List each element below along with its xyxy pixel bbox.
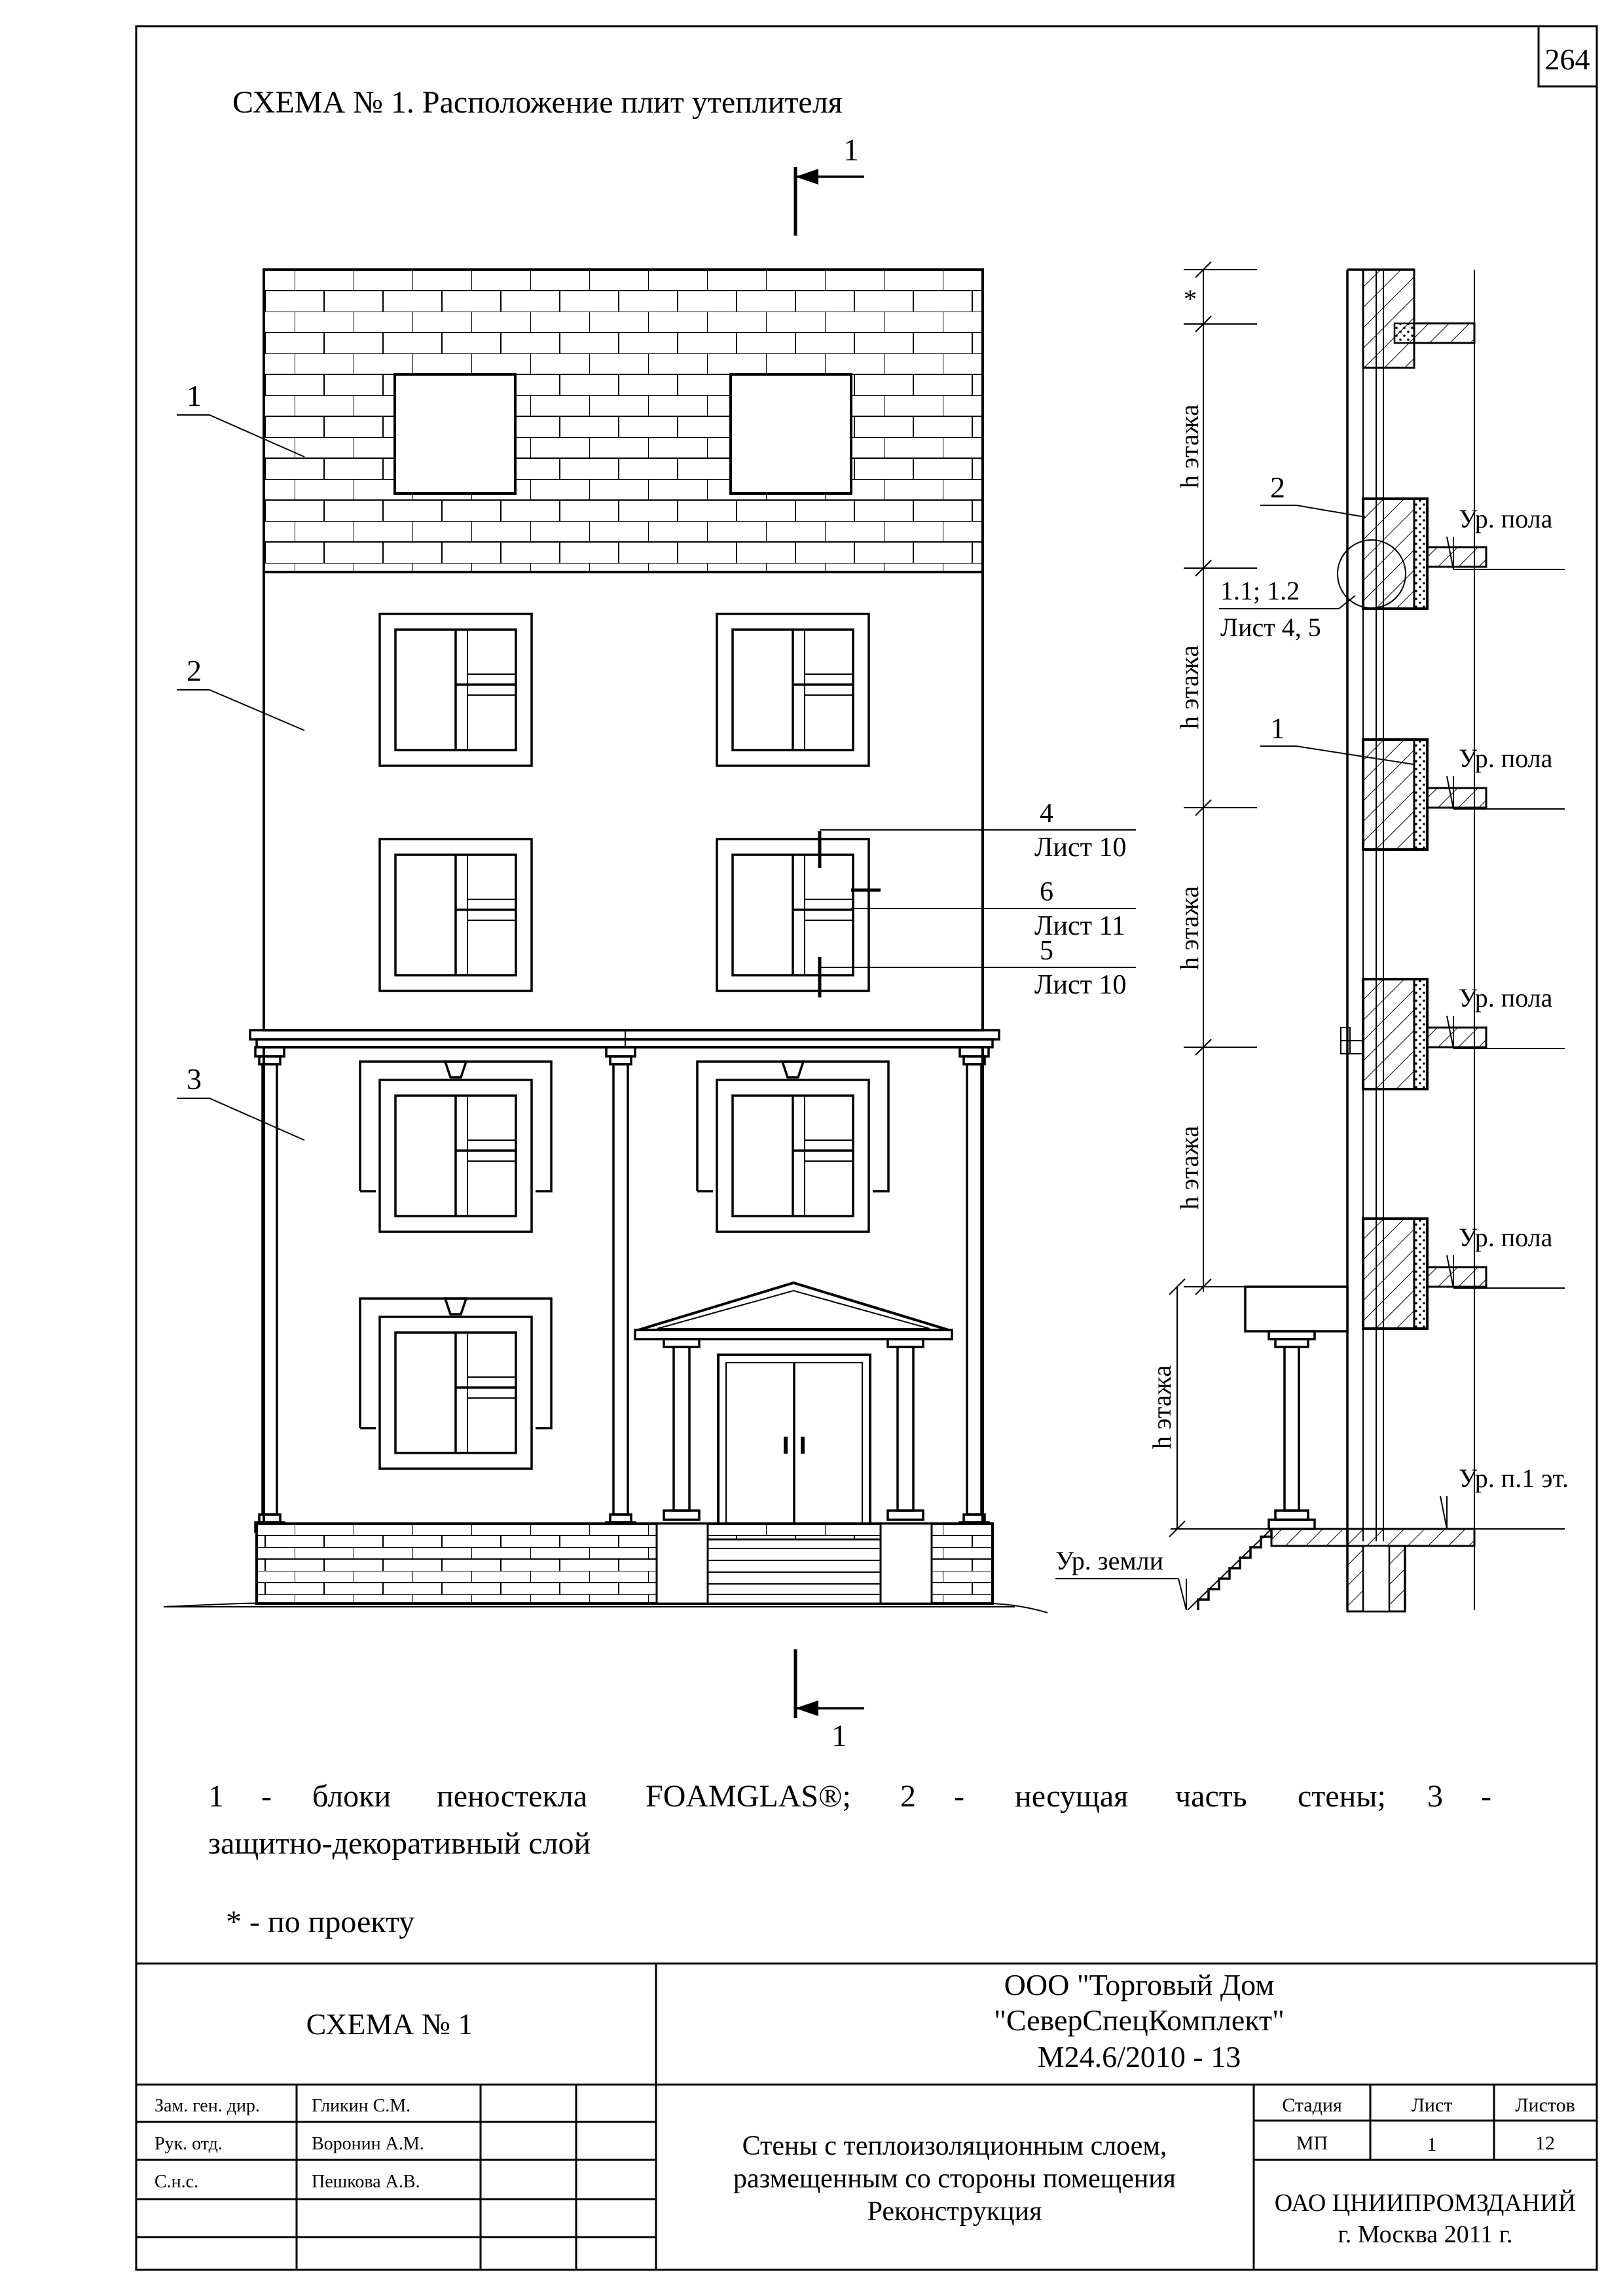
node-5-sheet: Лист 10 — [1034, 970, 1126, 1000]
floor-level-label-2: Ур. пола — [1459, 983, 1553, 1013]
ground-level-label: Ур. земли — [1055, 1546, 1163, 1575]
legend-word-foamglass: пеностекла — [437, 1779, 587, 1814]
facade-elevation — [163, 268, 1048, 1613]
node-6-sheet: Лист 11 — [1034, 911, 1125, 941]
name-2: Воронин А.М. — [312, 2134, 424, 2154]
name-3: Пешкова А.В. — [312, 2172, 420, 2192]
legend-footnote: * - по проекту — [226, 1905, 414, 1939]
role-3: С.н.с. — [155, 2172, 198, 2192]
legend: 1 - блоки пеностекла FOAMGLAS®; 2 - несу… — [208, 1779, 1491, 1939]
foamglas-blocks-zone — [263, 268, 984, 573]
org-line-2: г. Москва 2011 г. — [1338, 2221, 1512, 2248]
floor-level-label-1: Ур. пола — [1459, 1223, 1553, 1252]
protective-layer-zone — [263, 1046, 984, 1525]
dim-h-floor-3: h этажа — [1175, 645, 1204, 730]
legend-word-bearing: несущая — [1015, 1779, 1128, 1814]
legend-word-brand: FOAMGLAS®; — [646, 1779, 851, 1814]
facade-callouts: 1 2 3 — [177, 379, 305, 1141]
legend-line-2: защитно-декоративный слой — [208, 1826, 591, 1861]
window-node-callouts: 4 Лист 10 6 Лист 11 5 Лист 10 — [818, 798, 1136, 1000]
name-1: Гликин С.М. — [312, 2096, 410, 2116]
section-mark-bottom: 1 — [793, 1649, 864, 1753]
detail-callout-num: 2 — [1270, 471, 1285, 504]
detail-callout-ref: 1.1; 1.2 — [1220, 576, 1300, 605]
floor-level-label-3: Ур. пола — [1459, 744, 1553, 773]
bearing-wall-zone — [263, 571, 984, 1031]
legend-word-blocks: блоки — [312, 1779, 391, 1814]
legend-item-2-num: 2 — [900, 1779, 916, 1814]
description-line-3: Реконструкция — [867, 2197, 1042, 2227]
node-6-num: 6 — [1040, 877, 1053, 907]
dim-h-floor-1: h этажа — [1175, 1126, 1204, 1210]
callout-3-num: 3 — [187, 1062, 202, 1096]
entrance-steps — [706, 1538, 882, 1605]
company-line-2: "СеверСпецКомплект" — [994, 2003, 1285, 2037]
role-1: Зам. ген. дир. — [155, 2096, 260, 2116]
section-labels: 2 1.1; 1.2 Лист 4, 5 1 Ур. пола Ур. пола… — [1055, 471, 1569, 1611]
dimension-chain — [1169, 261, 1271, 1537]
entrance-portico — [634, 1281, 953, 1525]
legend-dash-1: - — [261, 1779, 272, 1814]
section-mark-bottom-label: 1 — [831, 1719, 847, 1753]
first-floor-level-label: Ур. п.1 эт. — [1459, 1463, 1569, 1493]
sheets-header: Листов — [1515, 2094, 1575, 2116]
scheme-title: СХЕМА № 1. Расположение плит утеплителя — [232, 85, 843, 120]
dim-h-floor-4: h этажа — [1175, 404, 1204, 489]
detail-circle — [1337, 539, 1406, 609]
company-line-1: ООО "Торговый Дом — [1004, 1968, 1275, 2001]
role-2: Рук. отд. — [155, 2134, 223, 2154]
stage-header: Стадия — [1282, 2094, 1342, 2116]
section-mark-top: 1 — [793, 133, 864, 236]
dim-h-floor-0: h этажа — [1147, 1365, 1176, 1450]
org-line-1: ОАО ЦНИИПРОМЗДАНИЙ — [1275, 2189, 1577, 2217]
callout-1-num: 1 — [187, 379, 202, 412]
layer-callout-num: 1 — [1270, 711, 1285, 745]
legend-dash-2: - — [954, 1779, 964, 1814]
floor-level-label-4: Ур. пола — [1459, 504, 1553, 533]
legend-word-part: часть — [1175, 1779, 1247, 1814]
node-4-num: 4 — [1040, 798, 1053, 829]
sheets-value: 12 — [1535, 2132, 1555, 2154]
description-line-2: размещенным со стороны помещения — [733, 2164, 1176, 2194]
wall-section — [1187, 268, 1565, 1613]
sheet-header: Лист — [1412, 2094, 1453, 2116]
dim-asterisk: * — [1184, 284, 1197, 314]
stage-value: МП — [1296, 2132, 1328, 2154]
legend-item-1-num: 1 — [208, 1779, 224, 1814]
drawing-frame — [135, 25, 1598, 2271]
node-5-num: 5 — [1040, 936, 1053, 966]
detail-callout-sheet: Лист 4, 5 — [1220, 613, 1321, 642]
legend-word-wall: стены; — [1298, 1779, 1386, 1814]
drawing-code: М24.6/2010 - 13 — [1038, 2040, 1241, 2073]
drawing-name: СХЕМА № 1 — [306, 2007, 473, 2041]
description-line-1: Стены с теплоизоляционным слоем, — [742, 2131, 1167, 2161]
legend-item-3-num: 3 — [1427, 1779, 1443, 1814]
page-number-box — [1537, 25, 1598, 88]
node-4-sheet: Лист 10 — [1034, 833, 1126, 863]
callout-2-num: 2 — [187, 654, 202, 687]
dim-h-floor-2: h этажа — [1175, 886, 1204, 971]
page-number: 264 — [1545, 43, 1590, 76]
section-mark-top-label: 1 — [843, 133, 859, 168]
legend-dash-3: - — [1481, 1779, 1491, 1814]
sheet-value: 1 — [1427, 2134, 1437, 2155]
upper-window-left — [393, 373, 517, 495]
title-block: СХЕМА № 1 ООО "Торговый Дом "СеверСпецКо… — [136, 1962, 1597, 2270]
upper-window-right — [729, 373, 852, 495]
